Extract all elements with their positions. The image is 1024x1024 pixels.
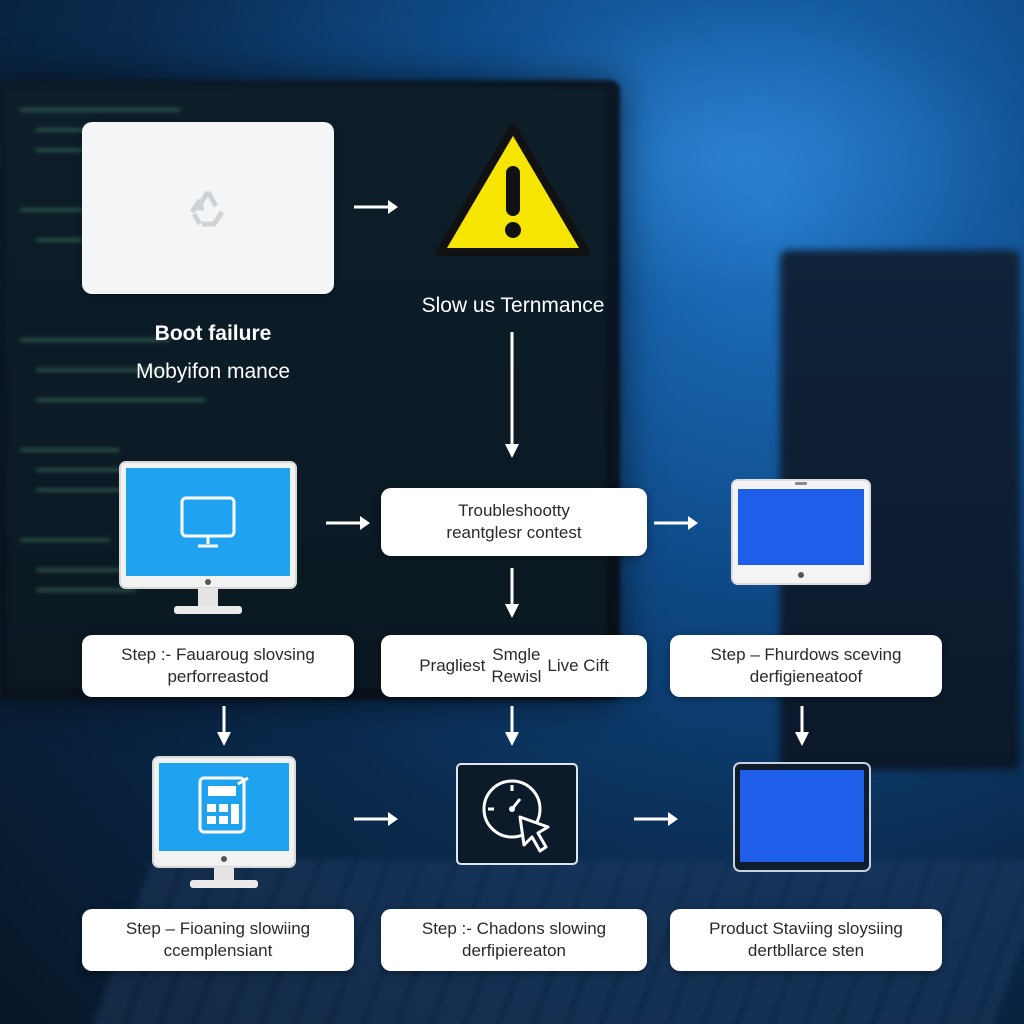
troubleshoot-line-1: Troubleshootty [458,501,570,520]
step-box-left-2: Step – Fioaning slowiing ccemplensiant [82,909,354,971]
step-left-2-line-1: Step – Fioaning slowiing [125,919,311,938]
arrow-icon [654,516,698,530]
step-box-left-1: Step :- Fauaroug slovsing perforreastod [82,635,354,697]
step-box-right-2: Product Staviing sloysiing dertbllarce s… [670,909,942,971]
troubleshoot-box: Troubleshootty reantglesr contest [381,488,647,556]
arrow-icon [505,568,519,618]
step-box-mid-2: Step :- Chadons slowing derfipiereaton [381,909,647,971]
boot-failure-card [82,122,334,294]
step-left-1-line-1: Step :- Fauaroug slovsing [121,645,315,664]
step-right-2-line-1: Product Staviing sloysiing [709,919,903,938]
arrow-icon [354,200,398,214]
step-mid-2-line-1: Step :- Chadons slowing [421,919,607,938]
step-mid-1-bottom: Rewisl [491,667,542,686]
arrow-icon [326,516,370,530]
arrow-icon [217,706,231,746]
step-mid-1-right: Live Cift [547,656,609,675]
arrow-icon [354,812,398,826]
step-right-2-line-2: dertbllarce sten [747,941,865,960]
warning-label: Slow us Ternmance [421,294,605,317]
arrow-icon [795,706,809,746]
boot-failure-title: Boot failure [154,322,272,345]
troubleshoot-line-2: reantglesr contest [446,523,582,542]
step-mid-1-left: Pragliest [419,656,486,675]
monitor-icon [119,461,297,614]
step-mid-1-top: Smgle [492,645,541,664]
tablet-icon [733,762,871,872]
step-mid-2-line-2: derfipiereaton [462,941,566,960]
step-mid-1-stack: Smgle Rewisl [491,644,541,688]
step-right-1-line-2: derfigieneatoof [749,667,863,686]
warning-triangle-icon [436,124,590,256]
step-right-1-line-1: Step – Fhurdows sceving [710,645,902,664]
step-box-right-1: Step – Fhurdows sceving derfigieneatoof [670,635,942,697]
recycle-icon [189,190,225,227]
clock-icon [456,763,578,865]
step-left-2-line-2: ccemplensiant [163,941,273,960]
step-left-1-line-2: perforreastod [167,667,269,686]
calculator-icon [152,756,296,888]
boot-failure-subtitle: Mobyifon mance [135,360,291,383]
tablet-icon [731,479,871,585]
arrow-icon [505,706,519,746]
arrow-icon [634,812,678,826]
arrow-icon [505,332,519,458]
step-box-mid-1: Pragliest Smgle Rewisl Live Cift [381,635,647,697]
